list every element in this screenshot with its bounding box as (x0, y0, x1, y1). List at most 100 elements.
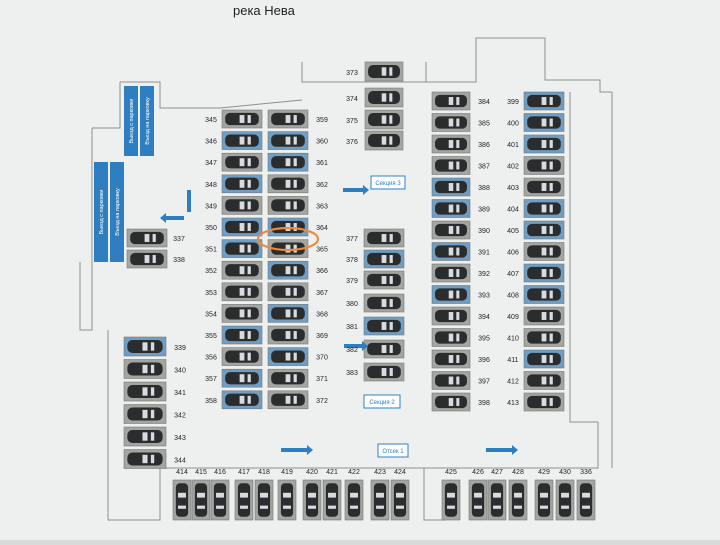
parking-spot-338[interactable] (126, 249, 168, 269)
parking-spot-405[interactable] (523, 220, 565, 240)
parking-spot-386[interactable] (431, 134, 471, 154)
parking-spot-340[interactable] (123, 359, 167, 379)
parking-spot-348[interactable] (221, 174, 263, 194)
parking-spot-408[interactable] (523, 285, 565, 304)
parking-spot-372[interactable] (267, 390, 309, 410)
parking-spot-430[interactable] (555, 479, 575, 521)
parking-spot-343[interactable] (123, 426, 167, 447)
parking-spot-370[interactable] (267, 347, 309, 366)
parking-spot-402[interactable] (523, 156, 565, 175)
parking-spot-429[interactable] (534, 479, 554, 521)
parking-spot-344[interactable] (123, 449, 167, 469)
parking-spot-428[interactable] (508, 479, 528, 521)
parking-spot-400[interactable] (523, 113, 565, 132)
parking-spot-336[interactable] (576, 479, 596, 521)
parking-spot-403[interactable] (523, 177, 565, 197)
parking-spot-341[interactable] (123, 381, 167, 402)
parking-spot-355[interactable] (221, 325, 263, 345)
parking-spot-382[interactable] (363, 339, 405, 359)
parking-spot-406[interactable] (523, 242, 565, 261)
parking-spot-383[interactable] (363, 362, 405, 382)
parking-spot-351[interactable] (221, 239, 263, 258)
parking-spot-388[interactable] (431, 177, 471, 197)
parking-spot-407[interactable] (523, 263, 565, 283)
parking-spot-375[interactable] (364, 109, 404, 130)
parking-spot-395[interactable] (431, 328, 471, 347)
parking-spot-401[interactable] (523, 134, 565, 154)
spot-number-389: 389 (478, 207, 490, 214)
parking-spot-339[interactable] (123, 336, 167, 357)
parking-spot-354[interactable] (221, 304, 263, 323)
parking-spot-424[interactable] (390, 479, 410, 521)
parking-spot-391[interactable] (431, 242, 471, 261)
parking-spot-411[interactable] (523, 349, 565, 369)
parking-spot-426[interactable] (468, 479, 488, 521)
parking-spot-390[interactable] (431, 220, 471, 240)
parking-spot-423[interactable] (370, 479, 390, 521)
parking-spot-381[interactable] (363, 316, 405, 336)
parking-spot-337[interactable] (126, 228, 168, 248)
parking-spot-376[interactable] (364, 130, 404, 151)
parking-spot-404[interactable] (523, 199, 565, 218)
parking-spot-350[interactable] (221, 217, 263, 237)
parking-spot-422[interactable] (344, 479, 364, 521)
parking-spot-371[interactable] (267, 368, 309, 388)
parking-spot-373[interactable] (364, 61, 404, 82)
parking-spot-361[interactable] (267, 152, 309, 172)
parking-spot-398[interactable] (431, 392, 471, 412)
spot-number-427: 427 (491, 469, 503, 476)
parking-spot-362[interactable] (267, 174, 309, 194)
parking-spot-353[interactable] (221, 282, 263, 302)
parking-spot-420[interactable] (302, 479, 322, 521)
parking-spot-359[interactable] (267, 109, 309, 129)
parking-spot-384[interactable] (431, 91, 471, 111)
parking-spot-345[interactable] (221, 109, 263, 129)
parking-spot-427[interactable] (487, 479, 507, 521)
parking-spot-393[interactable] (431, 285, 471, 304)
spot-number-376: 376 (346, 139, 358, 146)
parking-spot-367[interactable] (267, 282, 309, 302)
parking-spot-387[interactable] (431, 156, 471, 175)
parking-spot-410[interactable] (523, 328, 565, 347)
parking-spot-413[interactable] (523, 392, 565, 412)
parking-spot-418[interactable] (254, 479, 274, 521)
entrance-sign-1: Выезд с парковки (124, 86, 138, 156)
parking-spot-369[interactable] (267, 325, 309, 345)
parking-spot-379[interactable] (363, 270, 405, 290)
parking-spot-374[interactable] (364, 87, 404, 108)
parking-spot-377[interactable] (363, 228, 405, 248)
parking-spot-421[interactable] (322, 479, 342, 521)
parking-spot-389[interactable] (431, 199, 471, 218)
parking-spot-397[interactable] (431, 371, 471, 390)
parking-spot-346[interactable] (221, 131, 263, 150)
parking-spot-414[interactable] (172, 479, 192, 521)
parking-spot-368[interactable] (267, 304, 309, 323)
parking-spot-363[interactable] (267, 196, 309, 215)
parking-spot-380[interactable] (363, 293, 405, 313)
parking-spot-378[interactable] (363, 249, 405, 269)
parking-spot-396[interactable] (431, 349, 471, 369)
parking-spot-357[interactable] (221, 368, 263, 388)
spot-number-363: 363 (316, 203, 328, 210)
parking-spot-360[interactable] (267, 131, 309, 150)
parking-spot-356[interactable] (221, 347, 263, 366)
parking-spot-409[interactable] (523, 306, 565, 326)
parking-spot-358[interactable] (221, 390, 263, 410)
building-walls (79, 37, 613, 521)
parking-spot-416[interactable] (210, 479, 230, 521)
parking-spot-342[interactable] (123, 404, 167, 424)
parking-spot-385[interactable] (431, 113, 471, 132)
parking-spot-399[interactable] (523, 91, 565, 111)
spot-number-346: 346 (205, 139, 217, 146)
parking-spot-366[interactable] (267, 260, 309, 280)
parking-spot-419[interactable] (277, 479, 297, 521)
parking-spot-417[interactable] (234, 479, 254, 521)
parking-spot-425[interactable] (441, 479, 461, 521)
parking-spot-392[interactable] (431, 263, 471, 283)
parking-spot-415[interactable] (191, 479, 211, 521)
parking-spot-352[interactable] (221, 260, 263, 280)
parking-spot-349[interactable] (221, 196, 263, 215)
parking-spot-394[interactable] (431, 306, 471, 326)
parking-spot-347[interactable] (221, 152, 263, 172)
parking-spot-412[interactable] (523, 371, 565, 390)
